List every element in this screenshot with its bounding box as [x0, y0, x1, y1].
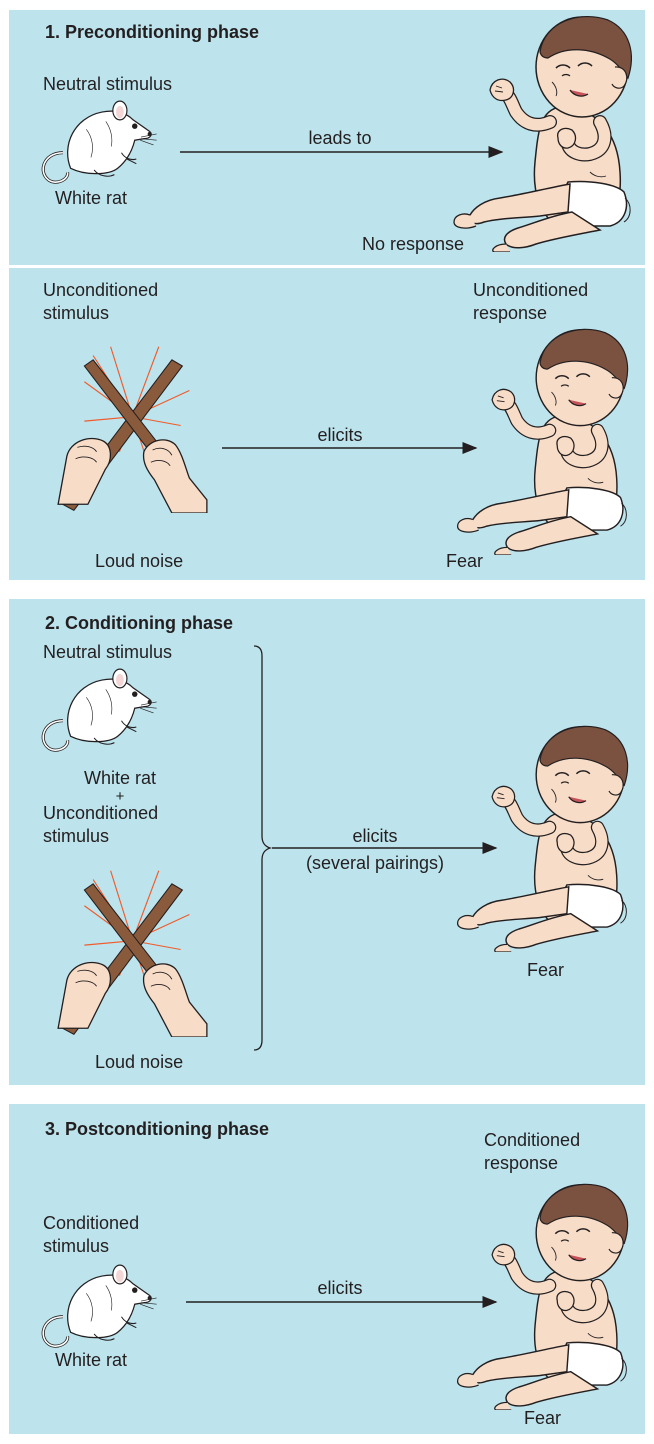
elicits-label: elicits: [300, 1278, 380, 1299]
baby-crying-illustration: [440, 1180, 640, 1410]
fear-label: Fear: [524, 1408, 561, 1429]
